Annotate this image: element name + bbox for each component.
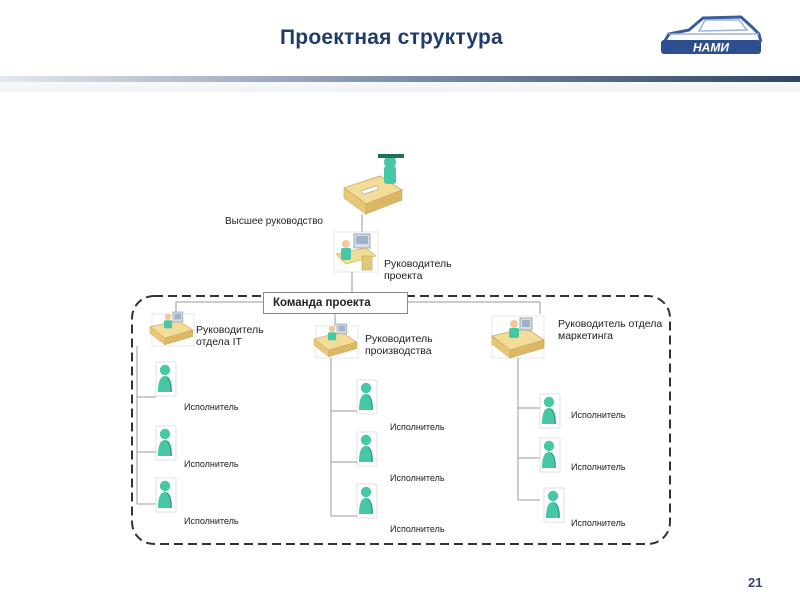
executor-label: Исполнитель [571,410,626,420]
project-manager-label-line2: проекта [384,270,423,282]
project-team-box: Команда проекта [263,292,408,314]
executor-icon [539,393,561,429]
executor-icon [155,361,177,397]
executor-label: Исполнитель [184,402,239,412]
executor-label: Исполнитель [390,473,445,483]
executive-desk-icon [343,154,404,215]
department-label-production: Руководитель производства [365,333,433,357]
header-divider-bar [0,76,800,92]
nami-logo: НАМИ [661,15,763,55]
manager-desk-icon [333,231,379,273]
executor-label: Исполнитель [571,518,626,528]
executor-icon [543,487,565,523]
executor-icon [155,477,177,513]
executor-icon [356,431,378,467]
department-label-it: Руководитель отдела IT [196,324,264,348]
project-manager-label-line1: Руководитель [384,258,452,270]
executor-icon [155,425,177,461]
project-manager-label: Руководитель проекта [384,258,452,282]
executor-icon [356,483,378,519]
executor-label: Исполнитель [184,516,239,526]
top-management-label: Высшее руководство [225,216,323,227]
department-head-icon [313,323,359,359]
department-head-icon [149,311,195,347]
department-label-line1: Руководитель отдела [558,318,663,330]
slide-title: Проектная структура [280,26,503,49]
department-head-icon [491,315,545,359]
executor-icon [539,437,561,473]
executor-label: Исполнитель [571,462,626,472]
department-label-line2: производства [365,345,432,357]
department-label-line2: маркетинга [558,330,614,342]
executor-icon [356,379,378,415]
department-label-line2: отдела IT [196,336,242,348]
slide-header: Проектная структура НАМИ [0,0,800,75]
executor-label: Исполнитель [390,422,445,432]
executor-label: Исполнитель [184,459,239,469]
department-label-marketing: Руководитель отдела маркетинга [558,318,662,342]
executor-label: Исполнитель [390,524,445,534]
page-number: 21 [748,575,763,590]
svg-text:НАМИ: НАМИ [693,41,729,55]
department-label-line1: Руководитель [365,333,433,345]
department-label-line1: Руководитель [196,324,264,336]
